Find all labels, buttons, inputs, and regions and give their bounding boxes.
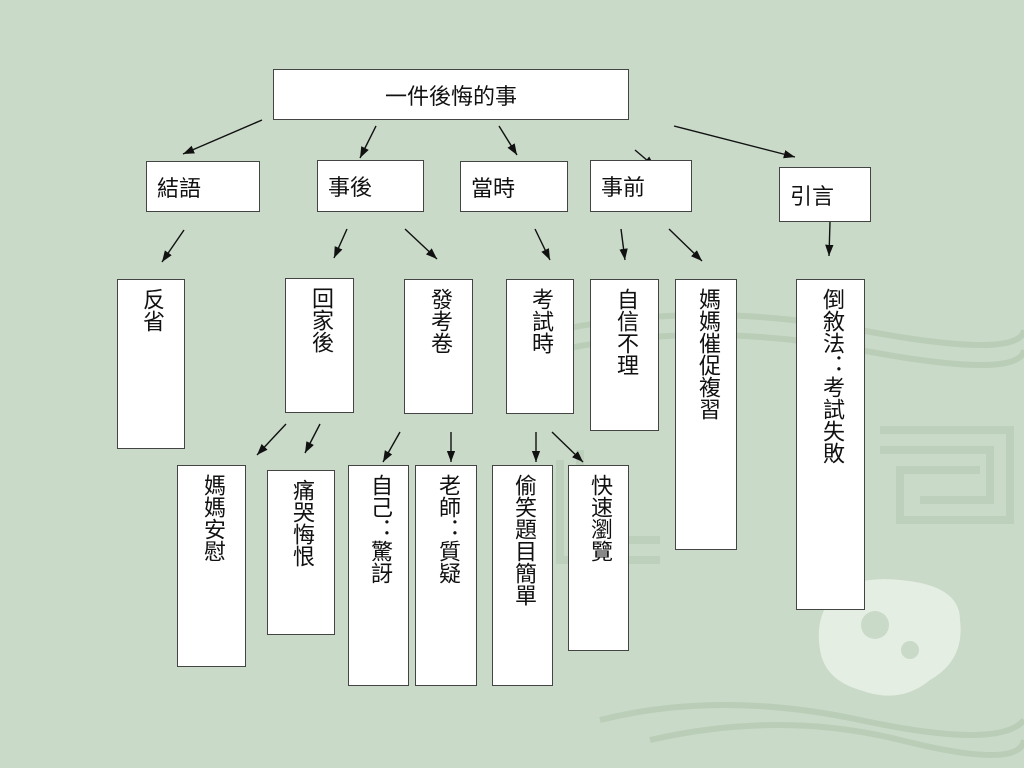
arrow-shihou-to-fakaojuan — [404, 228, 438, 260]
detail-kaoshishi: 考試時 — [506, 279, 574, 414]
detail-zixinbuli: 自信不理 — [590, 279, 659, 431]
sub-ziji: 自己：驚訝 — [348, 465, 409, 686]
section-dangshi: 當時 — [460, 161, 568, 212]
sub-laoshi: 老師：質疑 — [415, 465, 477, 686]
detail-fanxing: 反省 — [117, 279, 185, 449]
arrow-title-to-dangshi — [498, 125, 518, 156]
sub-tongku: 痛哭悔恨 — [267, 470, 335, 635]
arrow-huijia-to-tongku — [304, 423, 321, 454]
section-yinyan: 引言 — [779, 167, 871, 222]
sub-kuaisu: 快速瀏覽 — [568, 465, 629, 651]
sub-mamaanwei: 媽媽安慰 — [177, 465, 246, 667]
section-shiqian: 事前 — [590, 160, 692, 212]
arrow-dangshi-to-kaoshishi — [534, 228, 551, 261]
arrow-kaoshi-to-kuaisu — [551, 431, 584, 463]
detail-huijiahou: 回家後 — [285, 278, 354, 413]
section-shihou: 事後 — [317, 160, 424, 212]
arrow-jieyu-to-fanxing — [161, 229, 185, 263]
arrow-title-to-shihou — [359, 125, 377, 159]
sub-touxiao: 偷笑題目簡單 — [492, 465, 553, 686]
arrow-shiqian-to-zixin — [619, 228, 628, 261]
arrow-huijia-to-anwei — [256, 423, 287, 456]
arrow-fakao-to-ziji — [382, 431, 401, 463]
title-box: 一件後悔的事 — [273, 69, 629, 120]
arrow-shiqian-to-mama — [668, 228, 703, 262]
detail-daoxufa: 倒敘法：考試失敗 — [796, 279, 865, 610]
section-jieyu: 結語 — [146, 161, 260, 212]
arrow-shihou-to-huijiahou — [333, 228, 348, 259]
detail-mamacuicu: 媽媽催促複習 — [675, 279, 737, 550]
arrow-title-to-yinyan — [673, 125, 796, 159]
arrow-yinyan-to-daoxu — [825, 221, 834, 257]
detail-fakaojuan: 發考卷 — [404, 279, 473, 414]
arrow-title-to-jieyu — [182, 119, 263, 155]
